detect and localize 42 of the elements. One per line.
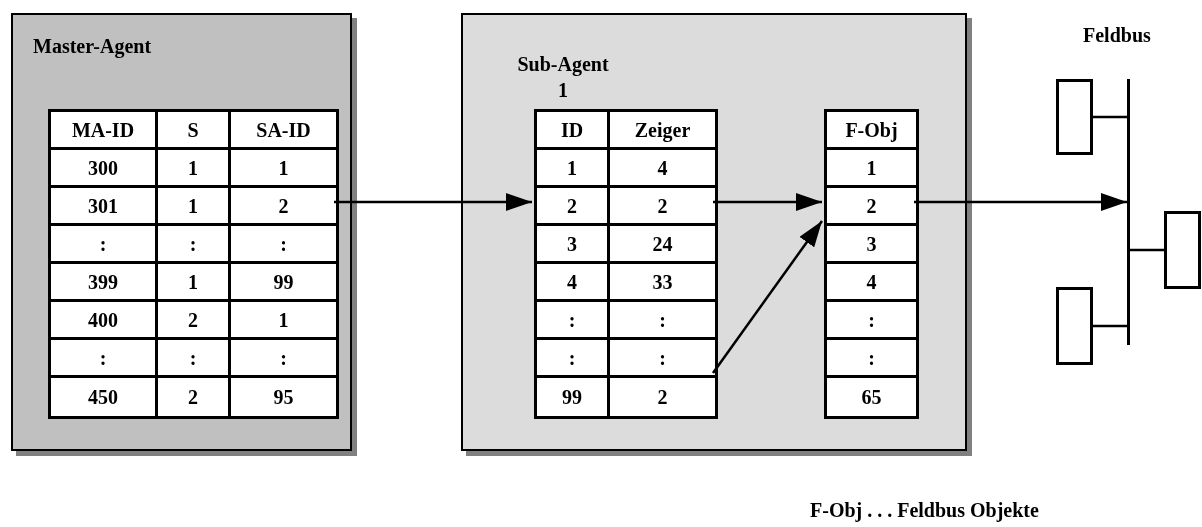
table-cell: 2 <box>155 375 231 419</box>
connector-line <box>1093 324 1127 328</box>
table-cell: 99 <box>228 261 339 302</box>
arrow <box>713 193 822 211</box>
bus-line <box>1127 79 1130 345</box>
column-header: Zeiger <box>607 109 718 150</box>
table-cell: 1 <box>228 147 339 188</box>
column-header: SA-ID <box>228 109 339 150</box>
arrow <box>712 220 823 374</box>
bus-label: Feldbus <box>1083 23 1151 48</box>
device-box <box>1056 79 1093 155</box>
table-cell: 65 <box>824 375 919 419</box>
table-cell: 4 <box>607 147 718 188</box>
table-cell: 3 <box>824 223 919 264</box>
column-header: F-Obj <box>824 109 919 150</box>
table-cell: : <box>228 337 339 378</box>
table-cell: 2 <box>607 375 718 419</box>
panel-title: Sub-Agent 1 <box>516 52 610 103</box>
table-cell: : <box>607 337 718 378</box>
table-cell: : <box>824 299 919 340</box>
panel-title: Master-Agent <box>33 34 152 59</box>
table-cell: 2 <box>228 185 339 226</box>
table-cell: 24 <box>607 223 718 264</box>
table-cell: 99 <box>534 375 610 419</box>
table-cell: 4 <box>824 261 919 302</box>
footnote: F-Obj . . . Feldbus Objekte <box>810 498 1039 523</box>
table-cell: 2 <box>824 185 919 226</box>
table-cell: 1 <box>228 299 339 340</box>
connector-line <box>1130 248 1164 252</box>
device-box <box>1164 211 1201 289</box>
connector-line <box>1093 115 1127 119</box>
arrow <box>914 193 1127 211</box>
table-cell: 33 <box>607 261 718 302</box>
table-cell: : <box>607 299 718 340</box>
table-cell: 450 <box>48 375 158 419</box>
table-cell: : <box>824 337 919 378</box>
table-cell: 2 <box>607 185 718 226</box>
device-box <box>1056 287 1093 365</box>
table-cell: 95 <box>228 375 339 419</box>
table-cell: : <box>228 223 339 264</box>
arrow <box>334 193 532 211</box>
table-cell: 1 <box>824 147 919 188</box>
